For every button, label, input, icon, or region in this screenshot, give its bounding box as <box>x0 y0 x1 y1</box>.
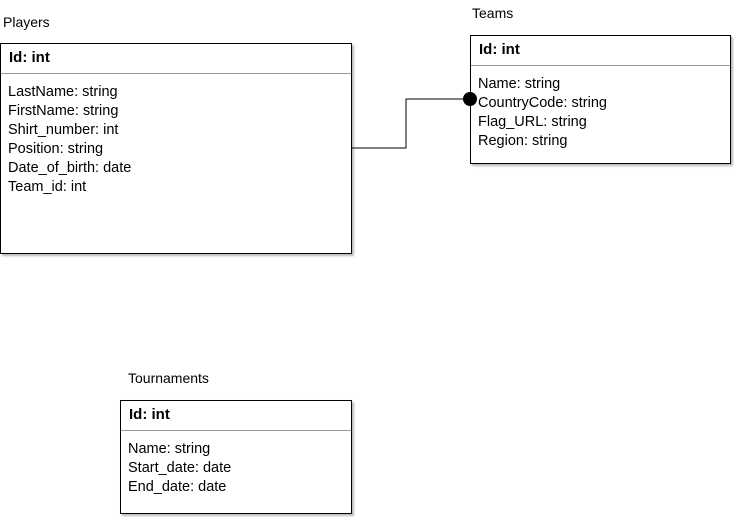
players-field: Date_of_birth: date <box>8 160 132 176</box>
teams-field: Flag_URL: string <box>478 114 587 130</box>
teams-field: CountryCode: string <box>478 95 607 111</box>
tournaments-field: End_date: date <box>128 479 227 495</box>
players-entity[interactable]: Id: int LastName: string FirstName: stri… <box>0 43 352 254</box>
players-field: Position: string <box>8 141 104 157</box>
teams-field: Region: string <box>478 133 568 149</box>
teams-field: Name: string <box>478 76 561 92</box>
tournaments-field: Start_date: date <box>128 460 232 476</box>
teams-label: Teams <box>472 5 514 21</box>
connector-end-dot <box>463 92 477 106</box>
teams-fields: Name: string CountryCode: string Flag_UR… <box>471 66 730 151</box>
tournaments-key: Id: int <box>121 401 351 431</box>
players-field: FirstName: string <box>8 103 119 119</box>
teams-entity[interactable]: Id: int Name: string CountryCode: string… <box>470 35 731 164</box>
players-field: Team_id: int <box>8 179 87 195</box>
tournaments-fields: Name: string Start_date: date End_date: … <box>121 431 351 497</box>
tournaments-entity[interactable]: Id: int Name: string Start_date: date En… <box>120 400 352 514</box>
tournaments-label: Tournaments <box>128 370 209 386</box>
players-key: Id: int <box>1 44 351 74</box>
tournaments-field: Name: string <box>128 441 211 457</box>
players-label: Players <box>3 14 50 30</box>
players-fields: LastName: string FirstName: string Shirt… <box>1 74 351 197</box>
players-field: LastName: string <box>8 84 118 100</box>
players-field: Shirt_number: int <box>8 122 119 138</box>
teams-key: Id: int <box>471 36 730 66</box>
players-teams-connector[interactable] <box>352 98 470 149</box>
